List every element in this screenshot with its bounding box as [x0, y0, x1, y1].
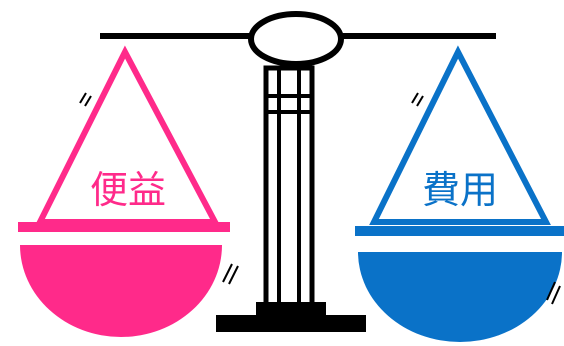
left-pan-bowl	[20, 245, 222, 337]
right-pan: 費用	[355, 45, 564, 342]
right-pan-rim	[355, 226, 564, 236]
stand-base	[216, 315, 366, 332]
left-pan: 便益	[18, 45, 230, 337]
pivot-ring	[248, 11, 344, 67]
left-pan-rim	[18, 222, 230, 232]
stand	[263, 65, 315, 311]
right-pan-label: 費用	[422, 168, 498, 212]
stand-foot	[256, 302, 326, 316]
right-pan-strings	[369, 45, 551, 225]
right-pan-bowl	[358, 252, 562, 342]
left-pan-label: 便益	[90, 168, 166, 212]
motion-marks	[79, 92, 561, 305]
